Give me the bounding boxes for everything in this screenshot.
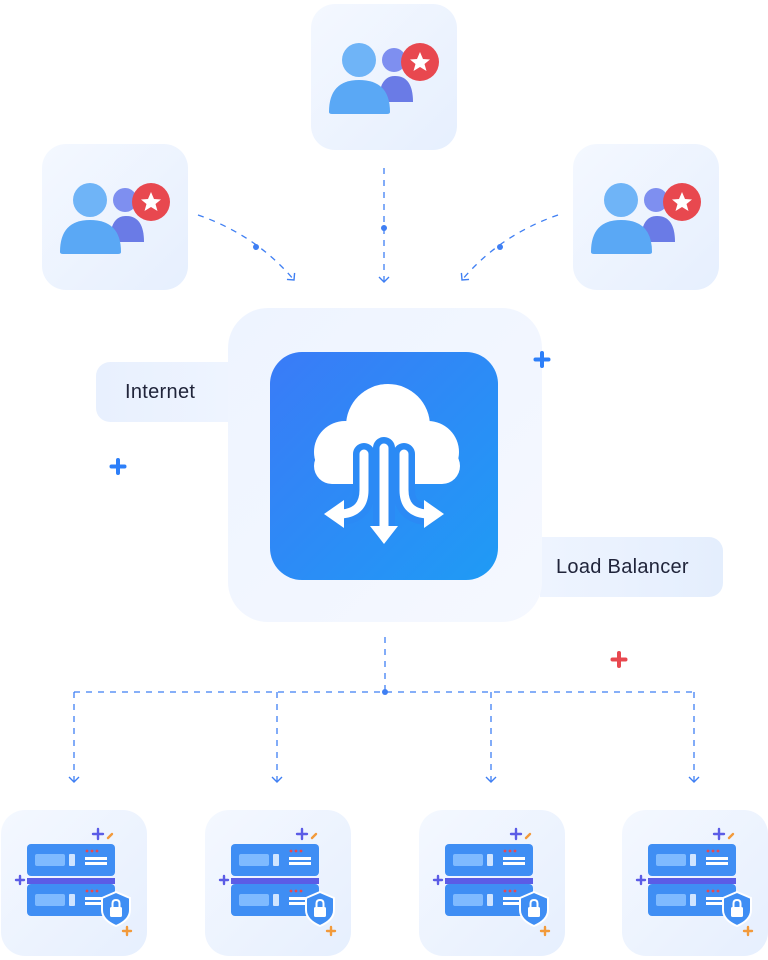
connector-dot <box>497 244 503 250</box>
secure-server-icon <box>635 827 754 937</box>
secure-server-icon <box>432 827 551 937</box>
server-node-2 <box>205 810 351 956</box>
connector-dot <box>381 225 387 231</box>
internet-label: Internet <box>96 362 228 422</box>
server-node-1 <box>1 810 147 956</box>
user-group-top-node <box>311 4 457 150</box>
server-node-3 <box>419 810 565 956</box>
secure-server-icon <box>218 827 337 937</box>
user-group-left-node <box>42 144 188 290</box>
connector-left-user <box>197 214 296 281</box>
connector-dot <box>253 244 259 250</box>
server-node-4 <box>622 810 768 956</box>
secure-server-icon <box>14 827 133 937</box>
cloud-split-arrows-icon <box>314 384 460 544</box>
connector-dot <box>382 689 388 695</box>
connector-right-user <box>460 214 559 281</box>
load-balancer-node <box>270 352 498 580</box>
user-group-star-icon <box>60 183 170 254</box>
plus-icon <box>109 458 127 475</box>
user-group-right-node <box>573 144 719 290</box>
plus-icon <box>610 651 628 668</box>
plus-icon <box>533 351 551 368</box>
load-balancer-label: Load Balancer <box>540 537 723 597</box>
user-group-star-icon <box>329 43 439 114</box>
user-group-star-icon <box>591 183 701 254</box>
